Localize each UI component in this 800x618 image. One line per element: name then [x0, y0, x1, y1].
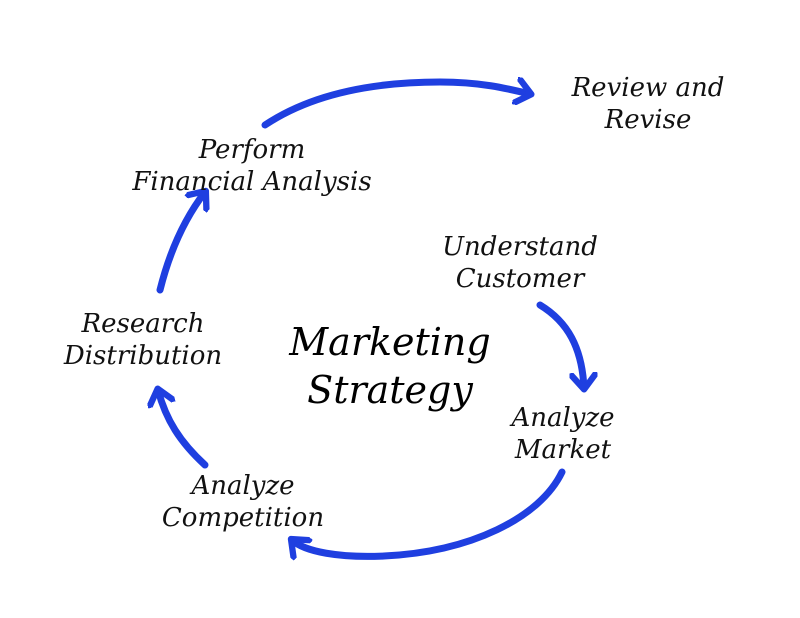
step-label-line: Review and — [571, 73, 725, 103]
arrow-customer-to-market — [536, 301, 584, 388]
diagram-title: Marketing Strategy — [240, 318, 540, 414]
step-perform-financial-analysis: Perform Financial Analysis — [92, 134, 412, 198]
step-label-line: Competition — [161, 503, 325, 533]
step-label-line: Customer — [455, 264, 585, 294]
step-label-line: Financial Analysis — [132, 167, 372, 197]
title-line: Marketing — [289, 320, 491, 364]
arrow-market-to-competition — [292, 468, 566, 556]
arrow-research-to-financial — [156, 192, 205, 294]
step-label-line: Research — [81, 309, 205, 339]
step-label-line: Revise — [604, 105, 692, 135]
arrow-competition-to-research — [158, 390, 209, 469]
step-analyze-market: Analyze Market — [488, 402, 638, 466]
step-label-line: Perform — [198, 135, 306, 165]
step-review-and-revise: Review and Revise — [548, 72, 748, 136]
step-analyze-competition: Analyze Competition — [128, 470, 358, 534]
title-line: Strategy — [307, 368, 473, 412]
step-label-line: Understand — [442, 232, 598, 262]
step-research-distribution: Research Distribution — [28, 308, 258, 372]
step-understand-customer: Understand Customer — [415, 231, 625, 295]
step-label-line: Analyze — [511, 403, 615, 433]
arrow-financial-to-review — [261, 82, 530, 129]
step-label-line: Analyze — [191, 471, 295, 501]
step-label-line: Distribution — [63, 341, 223, 371]
step-label-line: Market — [514, 435, 612, 465]
